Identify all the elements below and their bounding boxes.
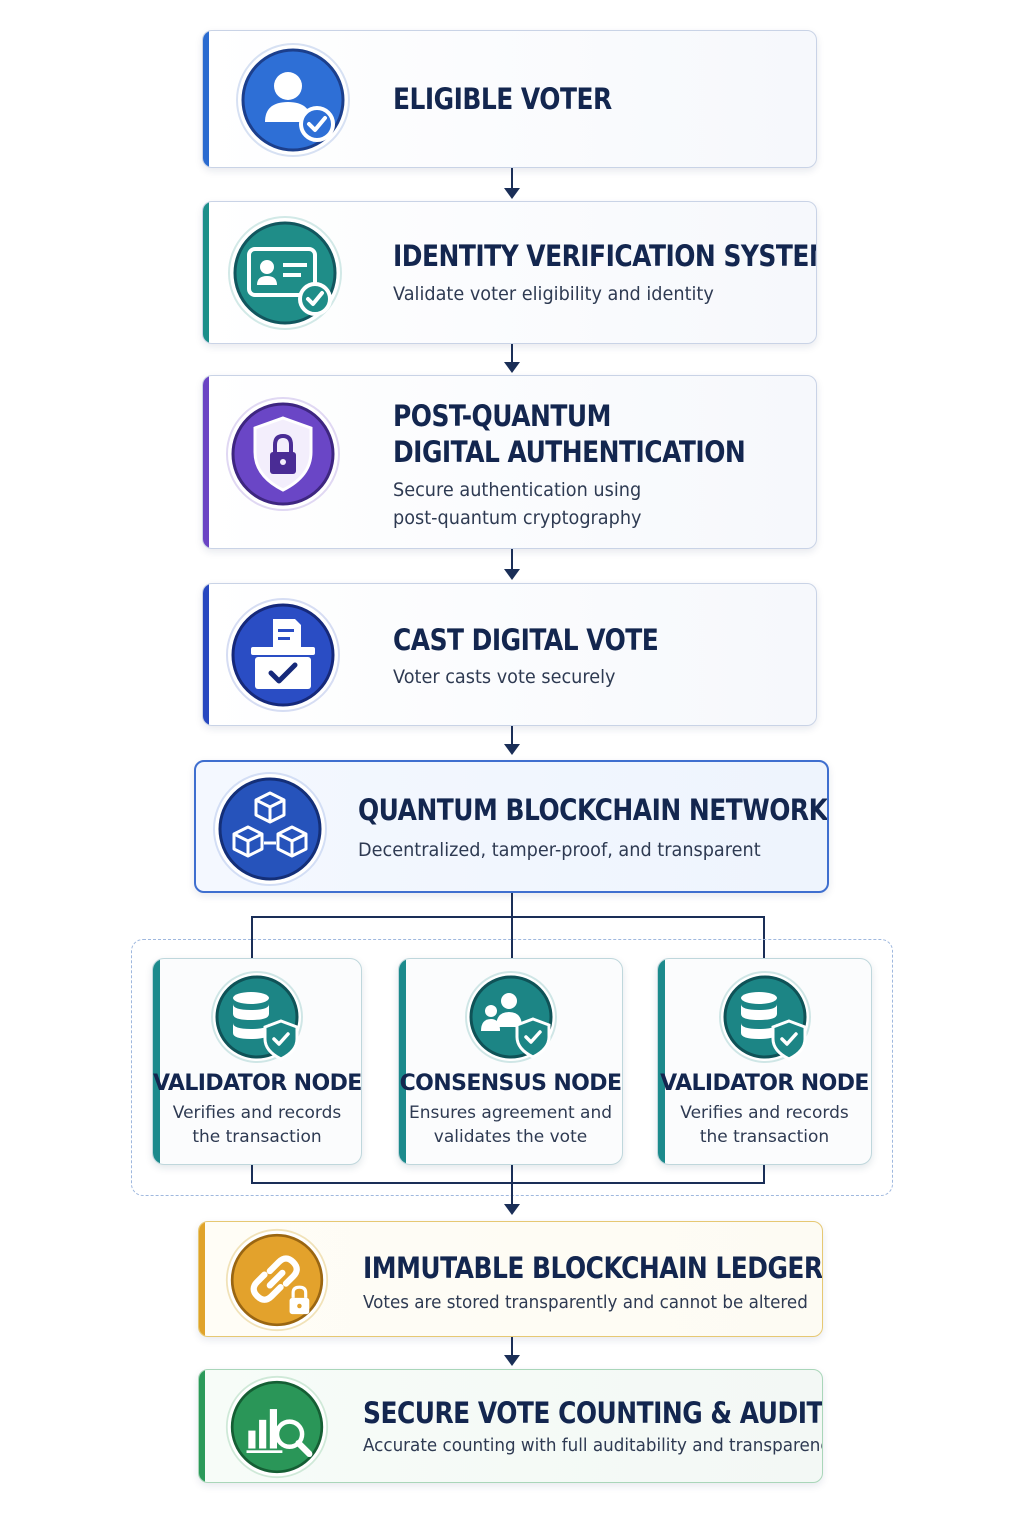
blockchain-cubes-icon [213, 772, 327, 886]
chart-magnifier-icon [225, 1375, 329, 1479]
step-subtitle-line1: Secure authentication using [393, 479, 642, 501]
step-eligible-voter: ELIGIBLE VOTER [202, 30, 817, 168]
node-consensus: CONSENSUS NODE Ensures agreement and val… [398, 958, 623, 1165]
step-quantum-blockchain-network: QUANTUM BLOCKCHAIN NETWORK Decentralized… [194, 760, 829, 893]
node-subtitle: Verifies and records the transaction [153, 1101, 361, 1149]
node-subtitle-line2: the transaction [699, 1127, 830, 1147]
ballot-box-icon [226, 598, 340, 712]
merge-right [763, 1165, 765, 1183]
step-subtitle: Validate voter eligibility and identity [393, 283, 714, 305]
card-accent [203, 584, 209, 725]
node-subtitle-line1: Ensures agreement and [408, 1103, 613, 1123]
step-secure-vote-counting: SECURE VOTE COUNTING & AUDIT Accurate co… [198, 1369, 823, 1483]
card-accent [399, 959, 406, 1164]
connector-line [511, 549, 513, 571]
card-accent [153, 959, 160, 1164]
step-subtitle-line2: post-quantum cryptography [393, 507, 642, 529]
step-immutable-ledger: IMMUTABLE BLOCKCHAIN LEDGER Votes are st… [198, 1221, 823, 1337]
step-post-quantum-authentication: POST-QUANTUM DIGITAL AUTHENTICATION Secu… [202, 375, 817, 549]
step-subtitle: Accurate counting with full auditability… [363, 1435, 823, 1456]
connector-arrow [504, 569, 520, 580]
merge-left [251, 1165, 253, 1183]
user-check-icon [236, 43, 350, 157]
network-branch-right [763, 916, 765, 958]
step-title: ELIGIBLE VOTER [393, 82, 612, 116]
merge-trunk [511, 1165, 513, 1205]
step-title-line2: DIGITAL AUTHENTICATION [393, 435, 746, 469]
step-identity-verification: IDENTITY VERIFICATION SYSTEM Validate vo… [202, 201, 817, 344]
connector-arrow [504, 188, 520, 199]
step-subtitle: Decentralized, tamper-proof, and transpa… [358, 839, 761, 861]
step-title: CAST DIGITAL VOTE [393, 623, 659, 657]
network-branch-trunk [511, 893, 513, 958]
merge-bar [251, 1182, 765, 1184]
node-title: VALIDATOR NODE [660, 1071, 869, 1096]
step-title-line1: POST-QUANTUM [393, 399, 611, 433]
step-title: IDENTITY VERIFICATION SYSTEM [393, 239, 817, 273]
node-title: VALIDATOR NODE [153, 1071, 362, 1096]
node-validator-left: VALIDATOR NODE Verifies and records the … [152, 958, 362, 1165]
card-accent [203, 202, 209, 343]
connector-line [511, 168, 513, 190]
step-cast-digital-vote: CAST DIGITAL VOTE Voter casts vote secur… [202, 583, 817, 726]
connector-arrow [504, 362, 520, 373]
node-subtitle-line1: Verifies and records [680, 1103, 849, 1123]
connector-line [511, 726, 513, 746]
step-subtitle: Votes are stored transparently and canno… [363, 1292, 808, 1313]
card-accent [199, 1370, 205, 1482]
connector-line [511, 344, 513, 364]
network-branch-bar [251, 916, 765, 918]
database-shield-icon [211, 971, 303, 1063]
shield-lock-icon [226, 397, 340, 511]
database-shield-icon [718, 971, 811, 1063]
node-subtitle-line1: Verifies and records [172, 1103, 342, 1123]
connector-arrow [504, 744, 520, 755]
step-title: QUANTUM BLOCKCHAIN NETWORK [358, 793, 828, 827]
card-accent [203, 376, 209, 548]
node-subtitle: Ensures agreement and validates the vote [399, 1101, 622, 1149]
node-title: CONSENSUS NODE [399, 1071, 622, 1096]
connector-arrow [504, 1355, 520, 1366]
node-validator-right: VALIDATOR NODE Verifies and records the … [657, 958, 872, 1165]
group-shield-icon [464, 971, 557, 1063]
network-branch-left [251, 916, 253, 958]
chain-lock-icon [225, 1228, 329, 1332]
card-accent [203, 31, 209, 167]
step-subtitle: Voter casts vote securely [393, 666, 616, 688]
connector-arrow [504, 1204, 520, 1215]
id-card-check-icon [228, 216, 342, 330]
node-subtitle-line2: the transaction [192, 1127, 322, 1147]
node-subtitle: Verifies and records the transaction [658, 1101, 871, 1149]
step-title: IMMUTABLE BLOCKCHAIN LEDGER [363, 1251, 823, 1285]
node-subtitle-line2: validates the vote [433, 1127, 588, 1147]
card-accent [199, 1222, 205, 1336]
step-title: SECURE VOTE COUNTING & AUDIT [363, 1396, 823, 1430]
connector-line [511, 1337, 513, 1357]
card-accent [658, 959, 665, 1164]
